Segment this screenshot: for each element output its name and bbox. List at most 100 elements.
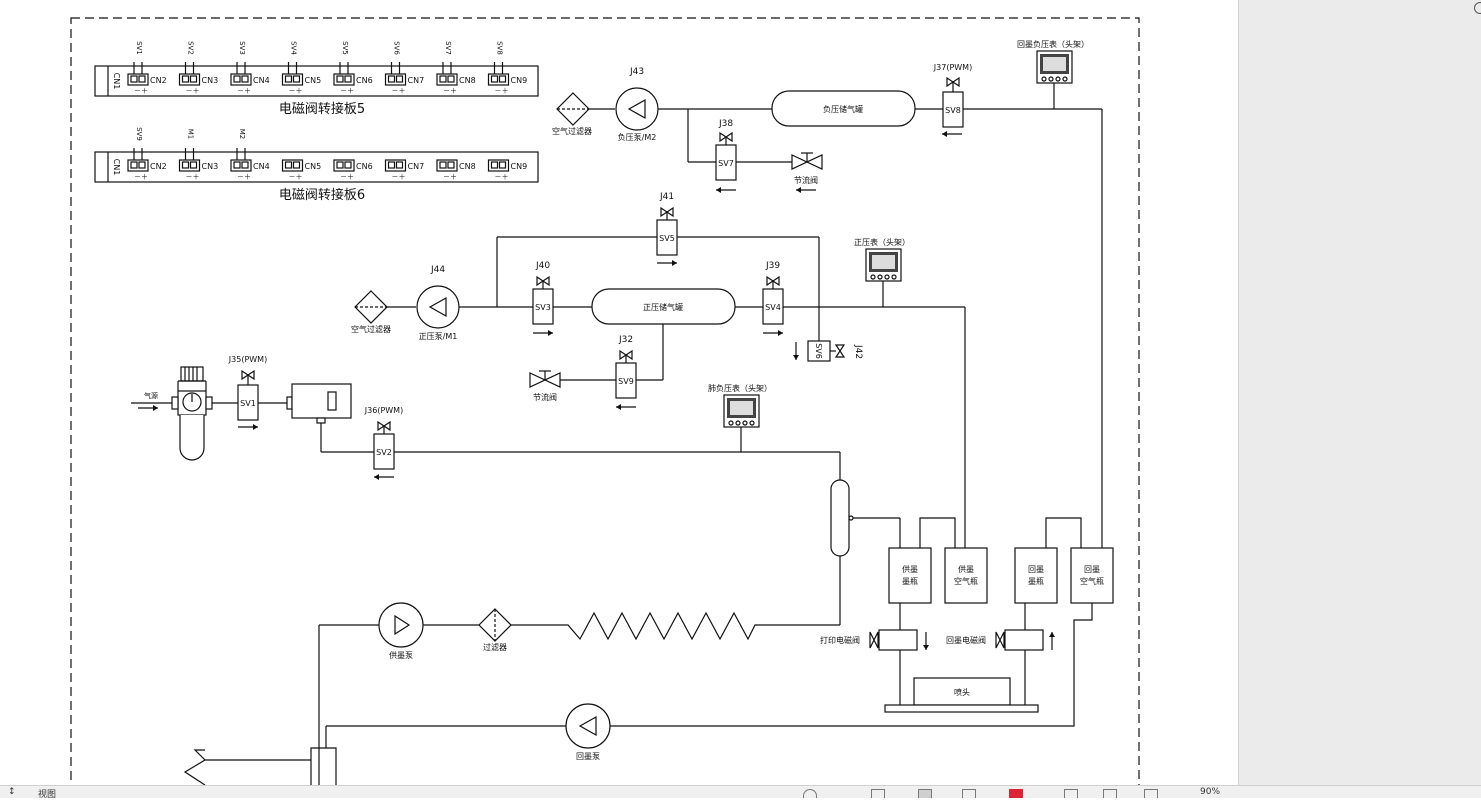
- zoom-fit-icon[interactable]: [803, 789, 817, 798]
- connector-slot: CN6－＋SV5: [333, 41, 373, 95]
- sv2-label: SV2: [376, 448, 392, 457]
- ink-tank-symbol: [310, 747, 337, 785]
- connector-label: CN7: [408, 162, 425, 171]
- connector-slot: CN4－＋M2: [230, 129, 270, 181]
- positive-tank-label: 正压储气罐: [643, 302, 683, 312]
- board6-cn1: CN1: [112, 159, 121, 176]
- valve-board-5: CN1 CN2－＋SV1CN3－＋SV2CN4－＋SV3CN5－＋SV4CN6－…: [94, 41, 539, 117]
- connector-label: CN4: [253, 162, 270, 171]
- connector-label: CN4: [253, 76, 270, 85]
- j40-label: J40: [535, 261, 550, 271]
- fullscreen-icon[interactable]: [1103, 789, 1117, 798]
- valve-tag-label: SV8: [496, 41, 504, 55]
- print-valve-symbol: [878, 629, 918, 651]
- valve-tag-label: SV6: [393, 41, 401, 55]
- valve-tag-label: SV1: [135, 41, 143, 55]
- filter-label: 过滤器: [483, 642, 507, 652]
- connector-slot: CN7－＋ SV6: [384, 41, 425, 95]
- connector-label: CN8: [459, 162, 476, 171]
- page-single-icon[interactable]: [871, 789, 885, 798]
- settings-icon[interactable]: [1474, 2, 1481, 14]
- throttle-mid-label: 节流阀: [533, 392, 557, 402]
- side-panel: [1238, 0, 1481, 785]
- connector-label: CN7: [408, 76, 425, 85]
- valve-tag-label: SV4: [290, 41, 298, 55]
- connector-slot: CN3－＋SV2: [178, 41, 219, 95]
- negative-gauge: 回墨负压表（头架）: [1017, 39, 1089, 109]
- polarity-label: －＋: [495, 87, 509, 95]
- connector-label: CN2: [150, 76, 167, 85]
- status-bar: ↕ 视图 90%: [0, 785, 1481, 800]
- page-double-icon[interactable]: [962, 789, 976, 798]
- board5-title: 电磁阀转接板5: [279, 101, 365, 117]
- throttle-top-label: 节流阀: [794, 175, 818, 185]
- board6-title: 电磁阀转接板6: [279, 187, 365, 203]
- j35-label: J35(PWM): [228, 355, 267, 364]
- status-arrow-icon[interactable]: ↕: [8, 787, 16, 797]
- negative-pump-label: 负压泵/M2: [618, 132, 657, 142]
- pneumatic-diagram: CN1 CN2－＋SV1CN3－＋SV2CN4－＋SV3CN5－＋SV4CN6－…: [70, 17, 1140, 785]
- polarity-label: －＋: [134, 173, 148, 181]
- sv6-label: SV6: [814, 343, 823, 359]
- connector-slot: CN6－＋: [333, 159, 373, 181]
- connector-slot: CN5－＋SV4: [281, 41, 321, 95]
- fit-width-icon[interactable]: [1144, 789, 1158, 798]
- svg-text:空气瓶: 空气瓶: [1080, 576, 1104, 586]
- supply-air-bottle: [944, 547, 988, 604]
- sv5-label: SV5: [659, 234, 675, 243]
- svg-text:墨瓶: 墨瓶: [1028, 576, 1044, 586]
- connector-label: CN3: [202, 76, 219, 85]
- valve-board-6: CN1 CN2－＋SV9CN3－＋M1CN4－＋M2CN5－＋CN6－＋CN7－…: [94, 127, 539, 203]
- return-valve-symbol: [1004, 629, 1044, 651]
- j44-label: J44: [430, 265, 445, 275]
- connector-slot: CN4－＋SV3: [230, 41, 270, 95]
- svg-text:墨瓶: 墨瓶: [902, 576, 918, 586]
- page-view-icon[interactable]: [918, 789, 932, 798]
- j41-label: J41: [659, 192, 674, 202]
- supply-ink-bottle: [888, 547, 932, 604]
- polarity-label: －＋: [443, 173, 457, 181]
- connector-label: CN9: [511, 162, 528, 171]
- ink-system: 供墨 墨瓶 供墨 空气瓶 回墨 墨瓶 回墨 空气瓶 打印电磁阀 回墨电磁阀 喷头: [183, 452, 1114, 785]
- polarity-label: －＋: [134, 87, 148, 95]
- valve-tag-label: M1: [187, 129, 195, 140]
- sv9-label: SV9: [618, 377, 634, 386]
- positive-pump-label: 正压泵/M1: [419, 332, 458, 341]
- polarity-label: －＋: [186, 173, 200, 181]
- positive-gauge-label: 正压表（头架）: [854, 237, 910, 247]
- connector-slot: CN8－＋: [436, 159, 476, 181]
- j43-label: J43: [629, 67, 644, 77]
- polarity-label: －＋: [392, 173, 406, 181]
- pressure-controller-box: [291, 383, 352, 419]
- record-icon[interactable]: [1009, 789, 1023, 798]
- sv7-label: SV7: [718, 159, 734, 168]
- grid-icon[interactable]: [1064, 789, 1078, 798]
- polarity-label: －＋: [392, 87, 406, 95]
- polarity-label: －＋: [495, 173, 509, 181]
- dashed-frame: [70, 17, 1140, 785]
- polarity-label: －＋: [340, 87, 354, 95]
- j37-label: J37(PWM): [933, 63, 972, 72]
- polarity-label: －＋: [289, 173, 303, 181]
- view-menu[interactable]: 视图: [38, 790, 57, 800]
- negative-tank-label: 负压储气罐: [823, 104, 863, 114]
- zoom-level: 90%: [1200, 787, 1221, 797]
- connector-slot: CN2－＋SV9: [127, 127, 167, 181]
- connector-label: CN8: [459, 76, 476, 85]
- j32-label: J32: [618, 335, 633, 345]
- svg-text:回墨: 回墨: [1028, 565, 1044, 574]
- valve-tag-label: SV3: [238, 41, 246, 55]
- connector-slot: CN7－＋: [384, 159, 425, 181]
- nozzle-label: 喷头: [954, 687, 970, 697]
- j36-label: J36(PWM): [364, 406, 403, 415]
- connector-label: CN6: [356, 76, 373, 85]
- lung-gauge: 肺负压表（头架）: [708, 383, 772, 452]
- negative-gauge-label: 回墨负压表（头架）: [1017, 39, 1089, 49]
- polarity-label: －＋: [289, 87, 303, 95]
- sv1-label: SV1: [240, 399, 256, 408]
- air-filter-mid-label: 空气过滤器: [351, 324, 391, 334]
- sv8-label: SV8: [945, 106, 961, 115]
- return-valve-label: 回墨电磁阀: [946, 635, 986, 645]
- board5-cn1: CN1: [112, 73, 121, 90]
